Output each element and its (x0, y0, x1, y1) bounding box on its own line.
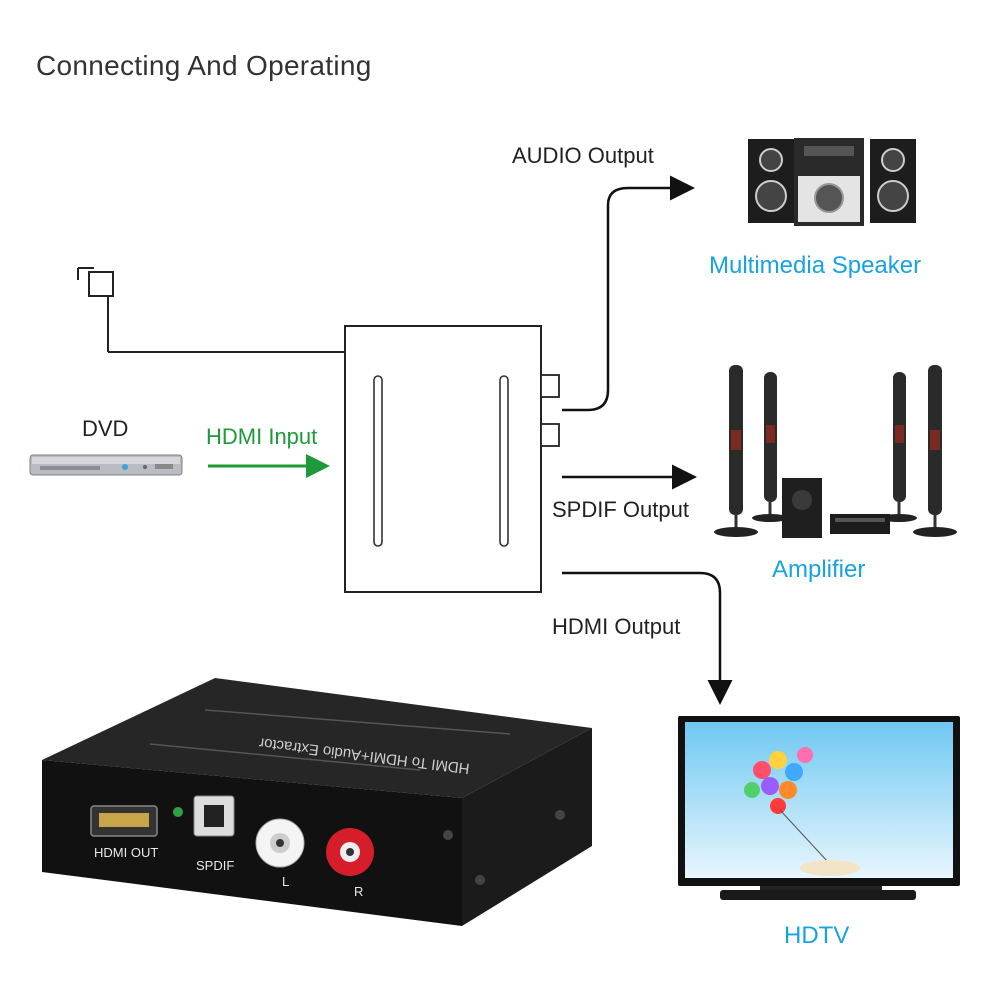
hdmi-output-label: HDMI Output (552, 614, 681, 639)
hdmi-input-label: HDMI Input (206, 424, 318, 449)
hdtv-label: HDTV (784, 922, 850, 949)
amplifier-label: Amplifier (772, 556, 866, 583)
extractor-device-photo (42, 678, 592, 926)
port-label-l: L (282, 874, 289, 889)
multimedia-speaker-icon (748, 138, 916, 226)
dvd-player-icon (29, 454, 183, 476)
dvd-label: DVD (82, 416, 129, 441)
port-label-spdif: SPDIF (196, 858, 234, 873)
multimedia-speaker-label: Multimedia Speaker (709, 252, 922, 279)
converter-box (344, 325, 560, 593)
audio-output-label: AUDIO Output (512, 143, 654, 168)
page-title: Connecting And Operating (36, 50, 372, 81)
power-adapter-icon (77, 267, 345, 353)
spdif-output-label: SPDIF Output (552, 497, 689, 522)
hdtv-icon (678, 716, 960, 900)
port-label-r: R (354, 884, 363, 899)
hdmi-output-line (562, 571, 733, 705)
audio-output-line (562, 175, 695, 412)
hdmi-input-arrow (208, 454, 330, 478)
amplifier-icon (714, 365, 957, 538)
port-label-hdmi-out: HDMI OUT (94, 845, 158, 860)
